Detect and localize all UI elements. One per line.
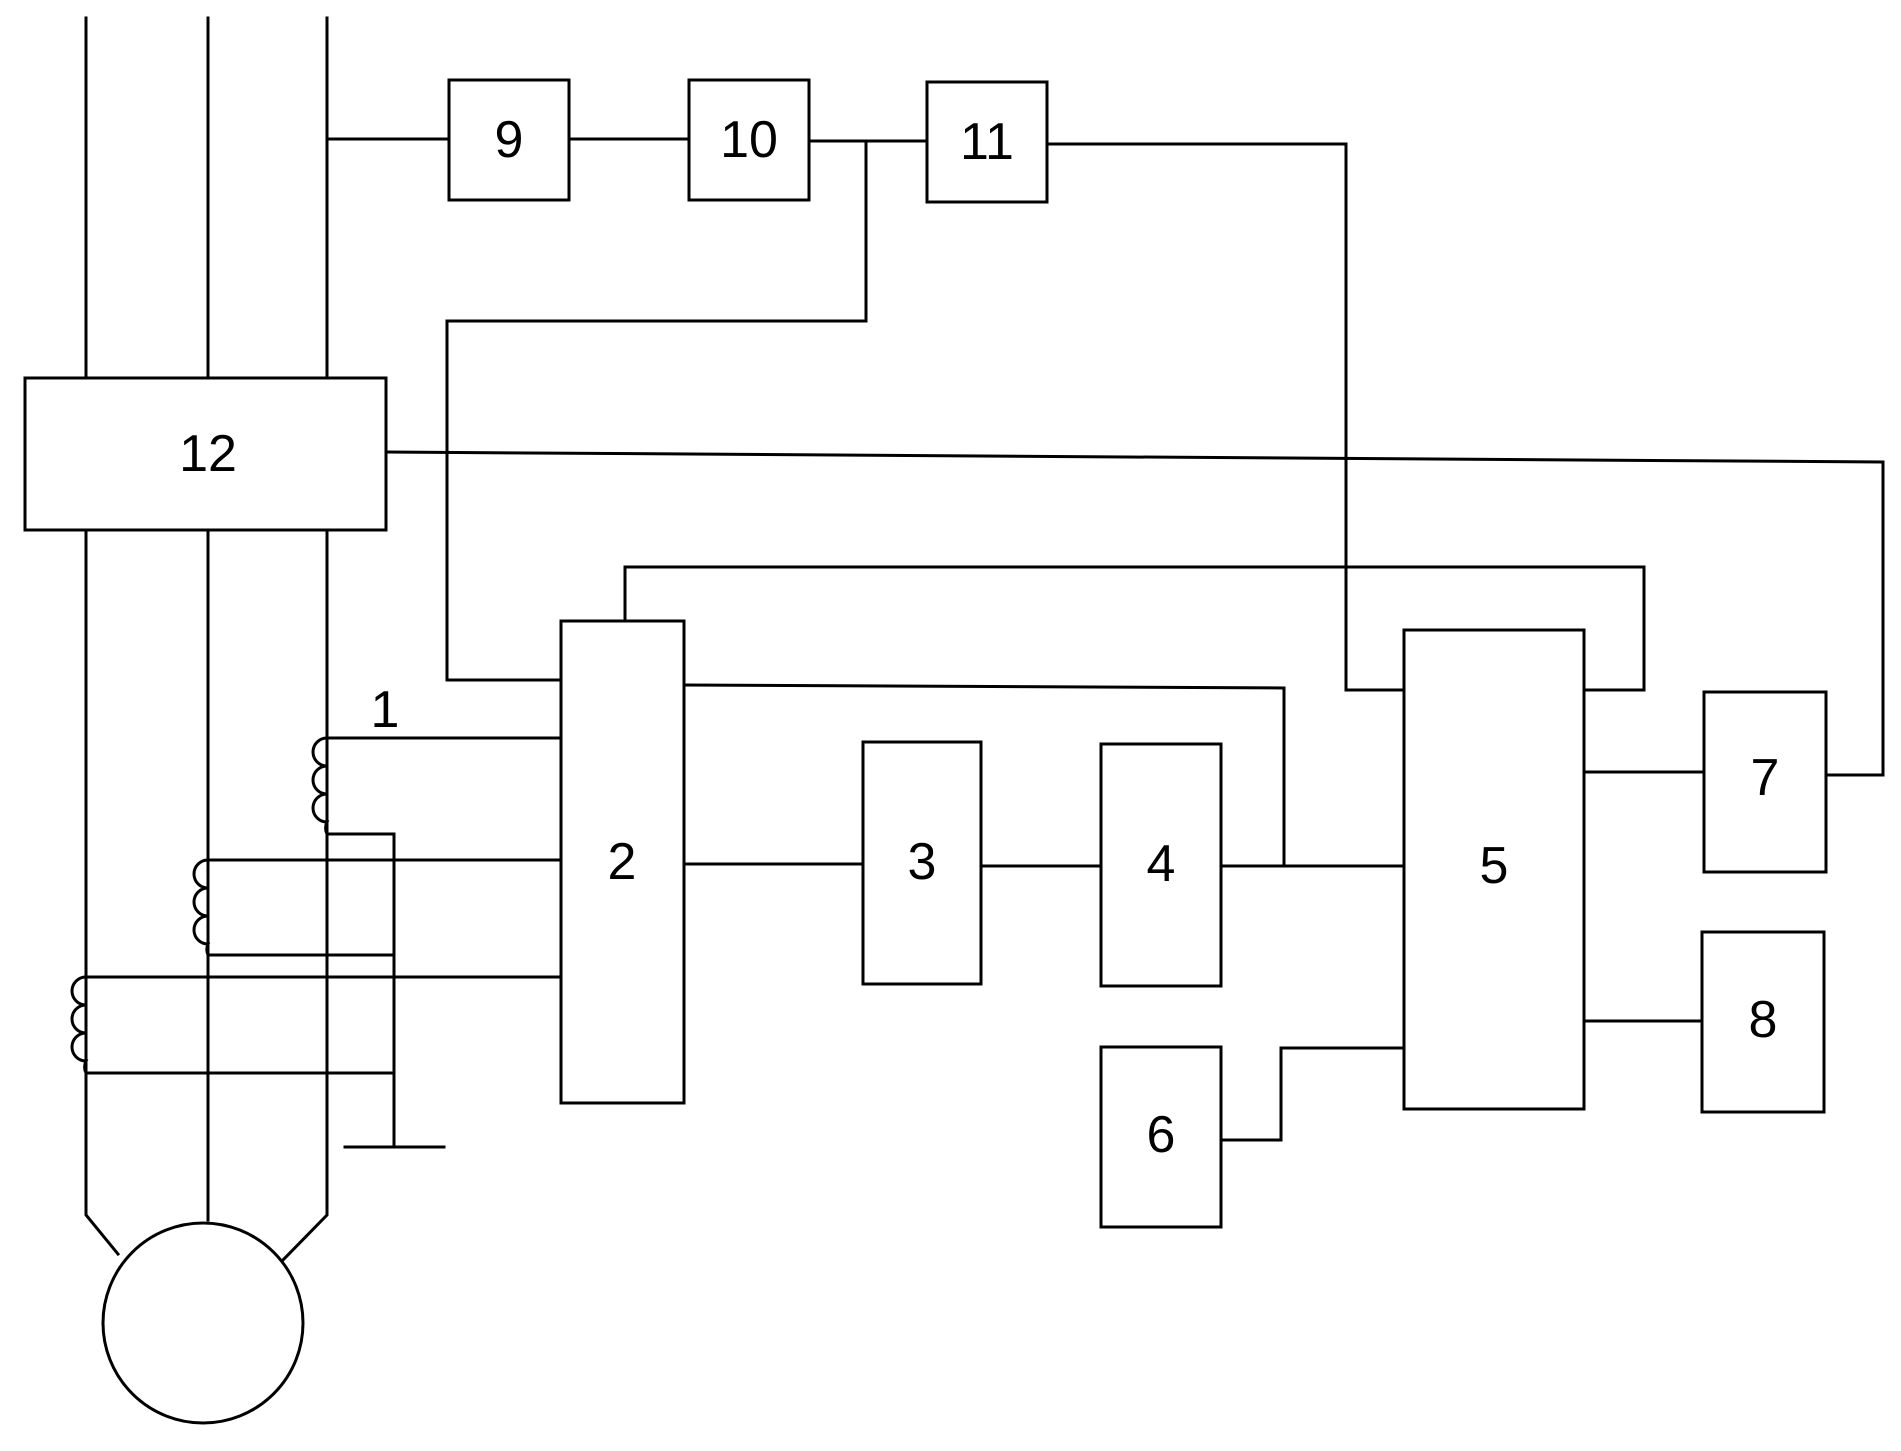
block-10-label: 10 bbox=[720, 111, 778, 169]
block-2-label: 2 bbox=[608, 833, 637, 891]
wire-2-top-to-5 bbox=[623, 565, 1646, 692]
wire-2-to-5-bypass bbox=[682, 683, 1286, 868]
motor bbox=[101, 1221, 305, 1425]
motor-feed-lines bbox=[84, 528, 329, 1263]
ct-label-1: 1 bbox=[371, 681, 400, 739]
block-5-label: 5 bbox=[1480, 837, 1509, 895]
block-8: 8 bbox=[1700, 930, 1826, 1114]
block-7-label: 7 bbox=[1751, 749, 1780, 807]
block-8-label: 8 bbox=[1749, 991, 1778, 1049]
output-wires bbox=[1219, 770, 1706, 1142]
block-7: 7 bbox=[1702, 690, 1828, 874]
block-6-label: 6 bbox=[1147, 1106, 1176, 1164]
block-6: 6 bbox=[1099, 1045, 1223, 1229]
block-9: 9 bbox=[447, 78, 571, 202]
current-transformer-coils bbox=[70, 736, 330, 1074]
main-chain-wires bbox=[682, 862, 1406, 868]
block-5: 5 bbox=[1402, 628, 1586, 1111]
block-12: 12 bbox=[23, 376, 388, 532]
block-10: 10 bbox=[687, 78, 811, 202]
block-11-label: 11 bbox=[960, 113, 1014, 171]
block-12-label: 12 bbox=[179, 425, 237, 483]
wire-12-to-7 bbox=[384, 450, 1885, 777]
supply-lines bbox=[84, 16, 329, 380]
ct-wiring bbox=[84, 736, 563, 1149]
block-3: 3 bbox=[861, 740, 983, 986]
block-4: 4 bbox=[1099, 742, 1223, 988]
block-4-label: 4 bbox=[1147, 835, 1176, 893]
block-3-label: 3 bbox=[908, 833, 937, 891]
block-9-label: 9 bbox=[495, 111, 524, 169]
block-11: 11 bbox=[925, 80, 1049, 204]
upper-chain-wires bbox=[325, 137, 1406, 692]
block-2: 2 bbox=[559, 619, 686, 1105]
